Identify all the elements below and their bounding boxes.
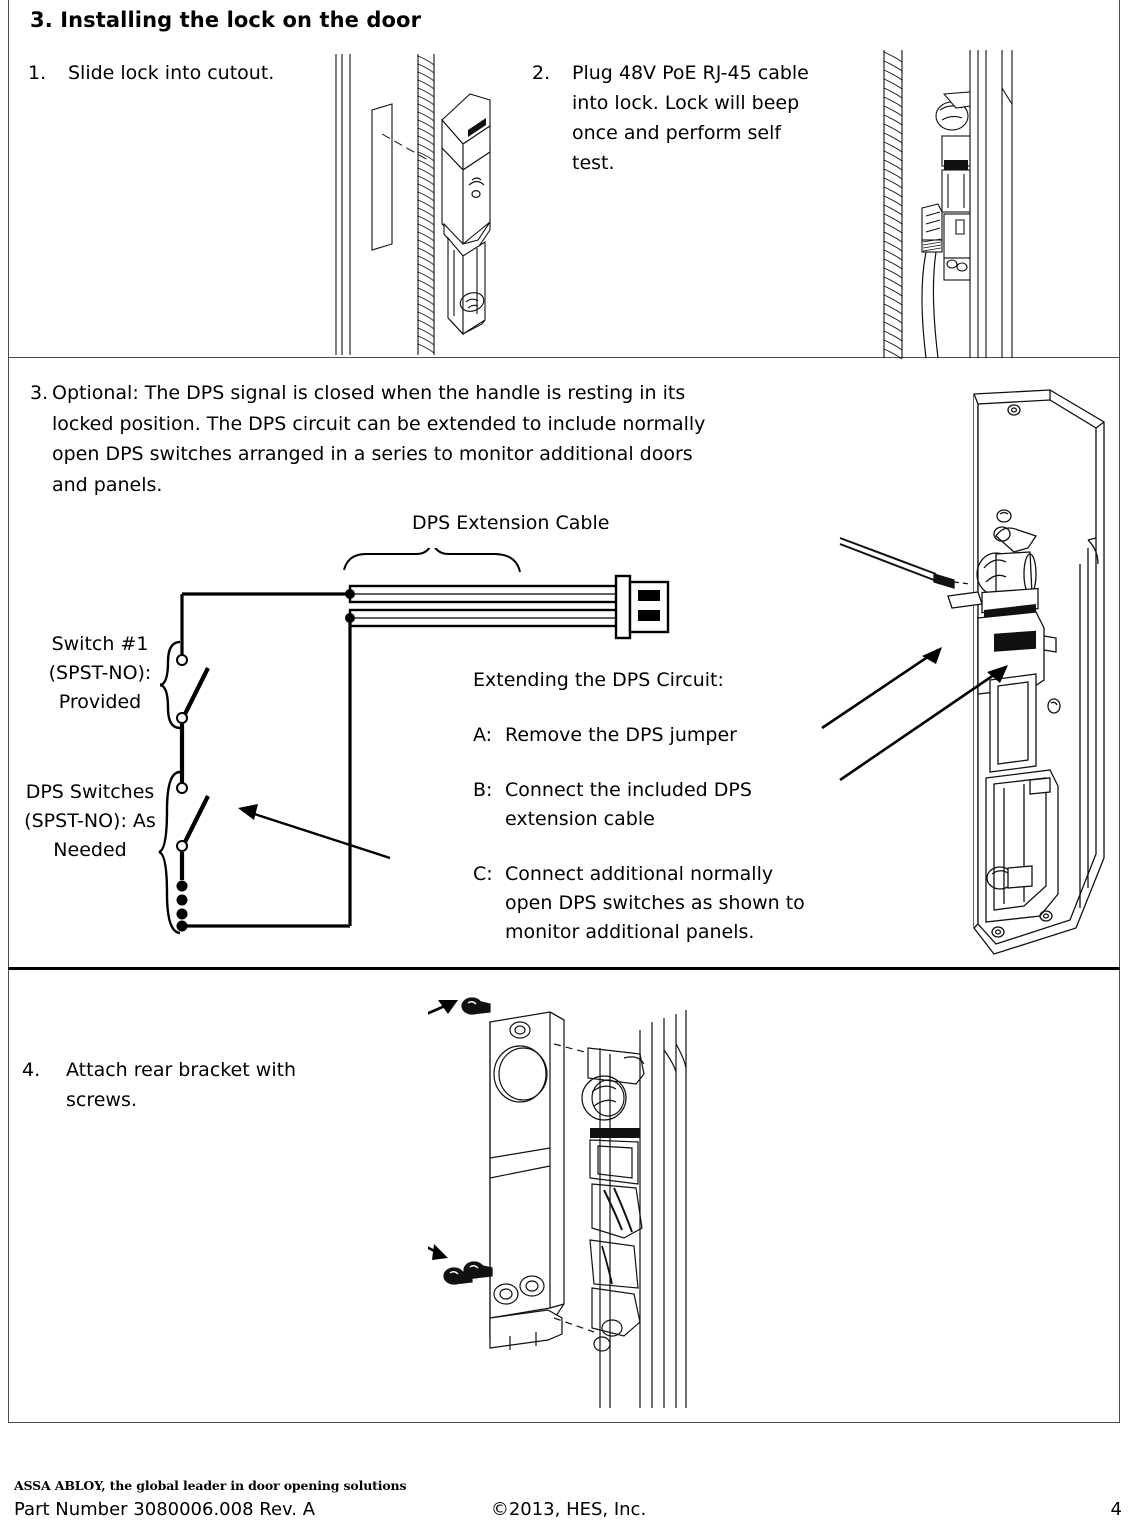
step-1-number: 1. xyxy=(28,62,47,84)
content-frame xyxy=(8,0,1120,1423)
dps-circuit-schematic xyxy=(150,548,680,938)
step-3-number: 3. xyxy=(30,382,49,404)
step-2: 2. Plug 48V PoE RJ-45 cable into lock. L… xyxy=(532,58,822,178)
page-number: 4 xyxy=(1110,1499,1122,1520)
instruction-item-b: B: Connect the included DPS extension ca… xyxy=(473,776,823,834)
dps-switches-label: DPS Switches (SPST-NO): As Needed xyxy=(24,781,156,861)
instruction-a-text: Remove the DPS jumper xyxy=(505,724,737,746)
dps-extension-cable-label: DPS Extension Cable xyxy=(412,512,610,534)
instruction-item-a: A: Remove the DPS jumper xyxy=(473,721,823,750)
step-2-text: Plug 48V PoE RJ-45 cable into lock. Lock… xyxy=(572,62,809,174)
step-4: 4. Attach rear bracket with screws. xyxy=(22,1055,322,1115)
step-3: 3. Optional: The DPS signal is closed wh… xyxy=(30,378,710,500)
rear-bracket-illustration xyxy=(428,988,728,1410)
step-1: 1. Slide lock into cutout. xyxy=(28,58,328,88)
section-divider-top xyxy=(8,357,1120,358)
section-divider-bottom xyxy=(8,967,1120,970)
step-4-number: 4. xyxy=(22,1059,41,1081)
switch-1-brace xyxy=(160,640,184,730)
instruction-b-text: Connect the included DPS extension cable xyxy=(505,779,752,830)
instructions-heading: Extending the DPS Circuit: xyxy=(473,669,724,691)
instruction-c-tag: C: xyxy=(473,863,493,885)
copyright-notice: ©2013, HES, Inc. xyxy=(490,1499,647,1520)
instruction-b-tag: B: xyxy=(473,779,493,801)
rj45-cable-illustration xyxy=(878,48,1023,360)
switch-1-label: Switch #1 (SPST-NO): Provided xyxy=(48,633,152,713)
step-1-text: Slide lock into cutout. xyxy=(68,62,275,84)
instruction-item-c: C: Connect additional normally open DPS … xyxy=(473,860,823,947)
assa-abloy-logo: ASSA ABLOY, the global leader in door op… xyxy=(14,1478,407,1493)
instruction-a-tag: A: xyxy=(473,724,493,746)
lock-cutout-illustration xyxy=(330,52,510,357)
page-title: 3. Installing the lock on the door xyxy=(30,8,422,32)
step-4-text: Attach rear bracket with screws. xyxy=(66,1059,297,1111)
lock-rear-illustration xyxy=(818,388,1128,960)
page-footer: ASSA ABLOY, the global leader in door op… xyxy=(0,1478,1137,1525)
instruction-c-text: Connect additional normally open DPS swi… xyxy=(505,863,805,943)
step-2-number: 2. xyxy=(532,62,551,84)
dps-switches-brace xyxy=(158,770,184,935)
extending-dps-circuit-block: Extending the DPS Circuit: A: Remove the… xyxy=(473,666,823,973)
step-3-text: Optional: The DPS signal is closed when … xyxy=(52,382,706,496)
part-number: Part Number 3080006.008 Rev. A xyxy=(14,1499,316,1520)
